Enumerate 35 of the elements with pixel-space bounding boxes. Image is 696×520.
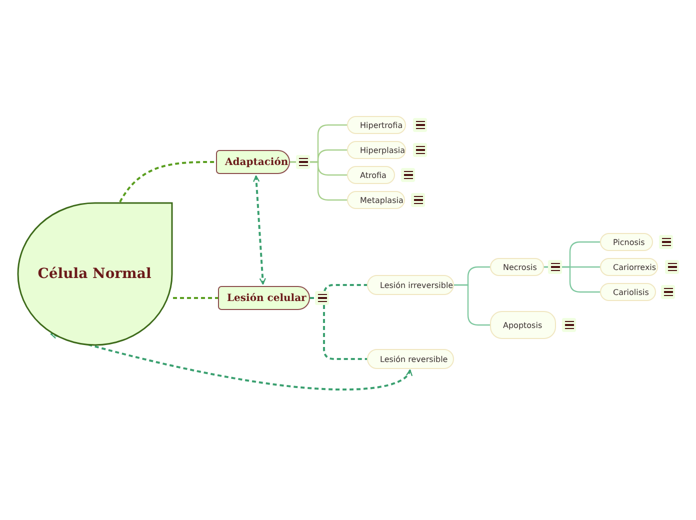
- connector: [173, 297, 218, 299]
- subtopic-box: [347, 166, 395, 184]
- subtopic-box: [367, 349, 454, 369]
- connector: [544, 266, 600, 293]
- subtopic-box: [490, 311, 556, 339]
- topic-label: Hiperplasia: [360, 146, 406, 154]
- topic-label: Apoptosis: [503, 320, 542, 330]
- subtopic-box: [347, 191, 405, 209]
- topic-label: Hipertrofia: [360, 120, 403, 130]
- subtopic-box: [347, 141, 406, 159]
- topic-label: Atrofia: [360, 170, 386, 180]
- topic-box: [218, 286, 310, 310]
- topic-label: Necrosis: [503, 262, 537, 272]
- connector: [253, 175, 266, 285]
- subtopic-box: [367, 275, 454, 295]
- subtopic-box: [600, 233, 653, 251]
- connector: [290, 161, 347, 201]
- subtopic-box: [600, 283, 656, 301]
- connector: [50, 332, 411, 390]
- topic-label: Adaptación: [225, 156, 288, 168]
- topic-label: Lesión celular: [227, 292, 306, 304]
- topic-label: Cariorrexis: [613, 262, 656, 272]
- subtopic-box: [600, 258, 658, 276]
- subtopic-box: [490, 258, 544, 276]
- topic-label: Célula Normal: [38, 266, 152, 282]
- topic-label: Metaplasia: [360, 196, 404, 204]
- topic-label: Picnosis: [613, 238, 645, 246]
- topic-label: Lesión reversible: [380, 354, 448, 364]
- topic-box: [216, 150, 290, 174]
- topic-label: Cariolisis: [613, 288, 649, 296]
- topic-label: Lesión irreversible: [380, 280, 454, 290]
- connector: [454, 284, 490, 326]
- subtopic-box: [347, 116, 406, 134]
- central-topic: [16, 202, 173, 346]
- connector: [119, 161, 216, 203]
